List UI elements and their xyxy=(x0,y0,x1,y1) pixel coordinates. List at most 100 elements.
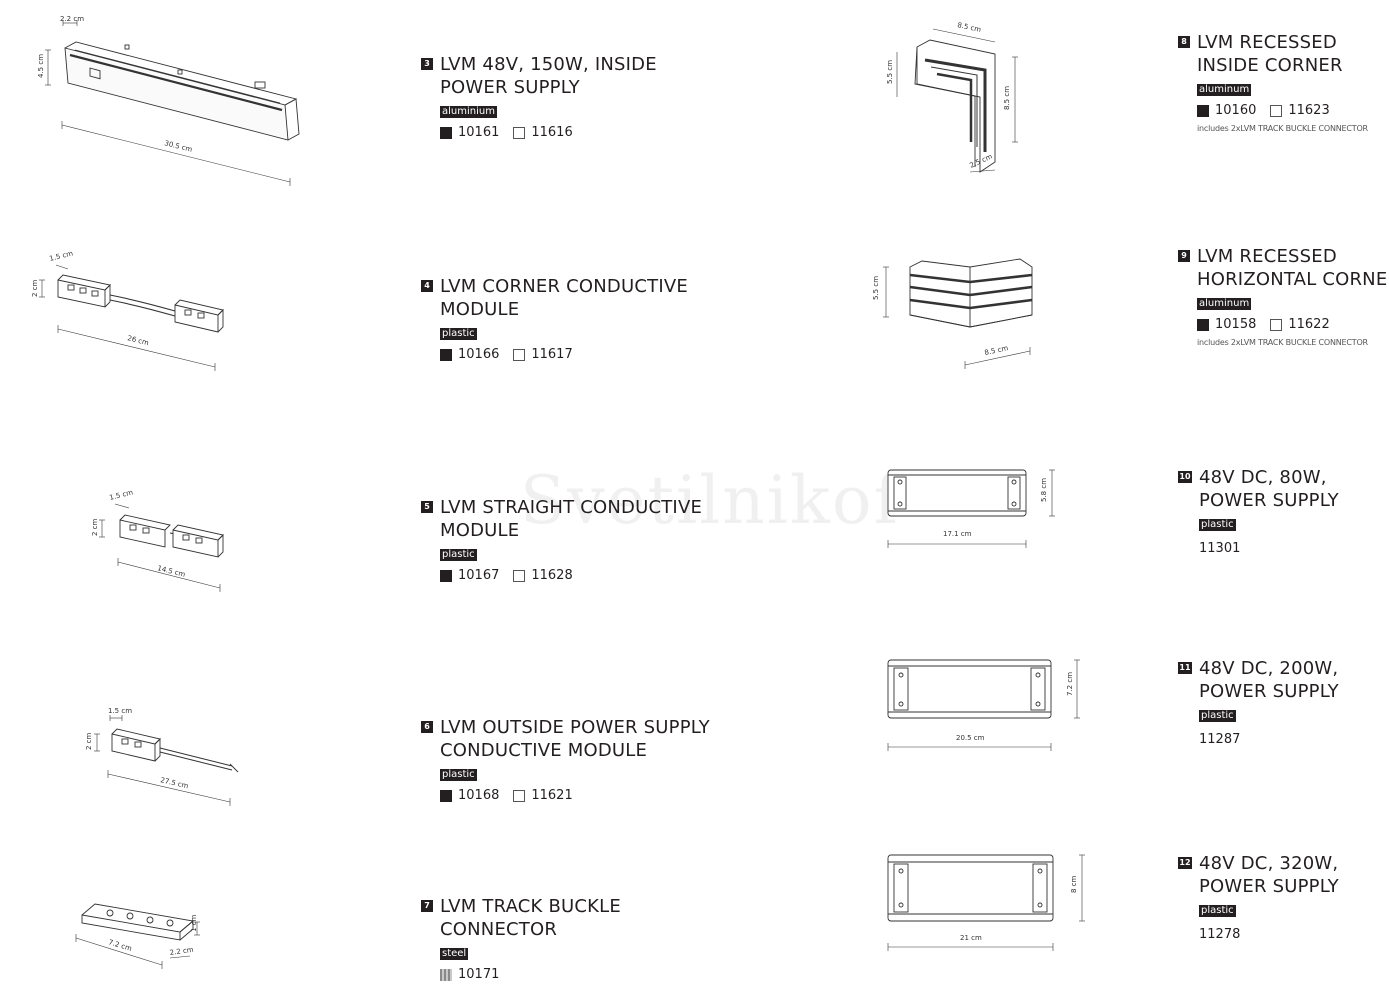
product-number: 7 xyxy=(421,900,433,912)
white-color-swatch xyxy=(1270,104,1283,117)
black-color-swatch xyxy=(440,348,452,361)
product-number: 3 xyxy=(421,58,433,70)
drawing-power-supply-200w: 20.5 cm 7.2 cm xyxy=(880,650,1090,760)
dim-height: 5.8 cm xyxy=(1040,478,1048,502)
white-color-swatch xyxy=(513,569,526,582)
dim-length: 26 cm xyxy=(127,334,150,347)
dim-height: 5.5 cm xyxy=(872,276,880,300)
product-title-line: LVM TRACK BUCKLE xyxy=(440,896,621,917)
product-code: 10160 xyxy=(1215,103,1257,118)
product-title-line: INSIDE CORNER xyxy=(1197,55,1343,76)
dim-depth: 8.5 cm xyxy=(1003,86,1011,110)
product-code: 11301 xyxy=(1199,541,1241,556)
white-color-swatch xyxy=(513,126,526,139)
drawing-power-supply-320w: 21 cm 8 cm xyxy=(880,845,1090,955)
drawing-track-buckle-connector: 7.2 cm 2.2 cm 1 cm xyxy=(60,880,220,980)
white-color-swatch xyxy=(1270,318,1283,331)
material-badge: plastic xyxy=(1199,905,1236,917)
dim-width: 2.2 cm xyxy=(169,946,194,957)
dim-width: 1.5 cm xyxy=(109,488,134,502)
product-title-line: 48V DC, 80W, xyxy=(1199,467,1327,488)
material-badge: aluminum xyxy=(1197,84,1252,96)
dim-height: 8 cm xyxy=(1070,875,1078,893)
product-title-line: 48V DC, 320W, xyxy=(1199,853,1339,874)
product-title-line: LVM RECESSED xyxy=(1197,32,1337,53)
drawing-straight-conductive-module: 1.5 cm 2 cm 14.5 cm xyxy=(85,480,235,595)
material-badge: plastic xyxy=(440,549,477,561)
product-number: 12 xyxy=(1178,857,1192,869)
dim-length: 27.5 cm xyxy=(160,776,190,790)
dim-width: 2.2 cm xyxy=(60,15,84,23)
product-code: 11278 xyxy=(1199,927,1241,942)
product-code: 10166 xyxy=(458,347,500,362)
product-code: 11617 xyxy=(531,347,573,362)
white-color-swatch xyxy=(513,789,526,802)
product-title-line: POWER SUPPLY xyxy=(1199,681,1339,702)
dim-height: 2 cm xyxy=(91,518,99,536)
dim-width: 8.5 cm xyxy=(984,344,1009,357)
steel-color-swatch xyxy=(440,968,452,981)
product-number: 6 xyxy=(421,721,433,733)
product-codes: 10160 11623 xyxy=(1197,103,1368,118)
product-6: 6 LVM OUTSIDE POWER SUPPLY CONDUCTIVE MOD… xyxy=(421,716,710,803)
product-codes: 10167 11628 xyxy=(440,568,702,583)
dim-height: 4.5 cm xyxy=(37,54,45,78)
product-codes: 10166 11617 xyxy=(440,347,688,362)
product-code: 11623 xyxy=(1288,103,1330,118)
product-title-line: LVM CORNER CONDUCTIVE xyxy=(440,276,688,297)
product-title-line: CONDUCTIVE MODULE xyxy=(440,740,648,761)
product-title-line: LVM 48V, 150W, INSIDE xyxy=(440,54,657,75)
product-number: 4 xyxy=(421,280,433,292)
product-12: 12 48V DC, 320W, POWER SUPPLY plastic 112… xyxy=(1178,852,1339,942)
product-title-line: MODULE xyxy=(440,520,520,541)
product-number: 10 xyxy=(1178,471,1192,483)
product-code: 11287 xyxy=(1199,732,1241,747)
product-title-line: CONNECTOR xyxy=(440,919,558,940)
product-code: 11628 xyxy=(531,568,573,583)
drawing-corner-conductive-module: 1.5 cm 2 cm 26 cm xyxy=(30,245,230,375)
product-codes: 10168 11621 xyxy=(440,788,710,803)
product-title-line: LVM OUTSIDE POWER SUPPLY xyxy=(440,717,710,738)
product-note: includes 2xLVM TRACK BUCKLE CONNECTOR xyxy=(1197,124,1368,133)
product-number: 11 xyxy=(1178,662,1192,674)
dim-height: 1 cm xyxy=(190,914,198,932)
dim-length: 7.2 cm xyxy=(107,938,132,953)
material-badge: plastic xyxy=(440,769,477,781)
product-title-line: 48V DC, 200W, xyxy=(1199,658,1339,679)
product-code: 10167 xyxy=(458,568,500,583)
dim-height: 5.5 cm xyxy=(886,60,894,84)
product-number: 5 xyxy=(421,501,433,513)
product-codes: 11278 xyxy=(1199,927,1339,942)
product-code: 11621 xyxy=(531,788,573,803)
product-8: 8 LVM RECESSED INSIDE CORNER aluminum 101… xyxy=(1178,31,1368,133)
material-badge: plastic xyxy=(1199,519,1236,531)
product-code: 11622 xyxy=(1288,317,1330,332)
product-code: 10168 xyxy=(458,788,500,803)
white-color-swatch xyxy=(513,348,526,361)
product-title-line: HORIZONTAL CORNER xyxy=(1197,269,1389,290)
black-color-swatch xyxy=(1197,318,1209,331)
black-color-swatch xyxy=(440,569,452,582)
product-number: 9 xyxy=(1178,250,1190,262)
material-badge: plastic xyxy=(440,328,477,340)
product-code: 10161 xyxy=(458,125,500,140)
product-title-line: POWER SUPPLY xyxy=(1199,876,1339,897)
drawing-recessed-horizontal-corner: 5.5 cm 8.5 cm xyxy=(860,245,1050,375)
material-badge: aluminum xyxy=(1197,298,1252,310)
product-codes: 10158 11622 xyxy=(1197,317,1389,332)
dim-height: 2 cm xyxy=(85,732,93,750)
black-color-swatch xyxy=(1197,104,1209,117)
product-code: 10158 xyxy=(1215,317,1257,332)
black-color-swatch xyxy=(440,789,452,802)
dim-height: 2 cm xyxy=(31,279,39,297)
product-code: 10171 xyxy=(458,967,500,982)
dim-width: 1.5 cm xyxy=(49,249,74,263)
black-color-swatch xyxy=(440,126,452,139)
drawing-outside-power-supply-module: 1.5 cm 2 cm 27.5 cm xyxy=(80,700,250,810)
dim-length: 21 cm xyxy=(960,934,982,942)
product-title-line: MODULE xyxy=(440,299,520,320)
product-number: 8 xyxy=(1178,36,1190,48)
